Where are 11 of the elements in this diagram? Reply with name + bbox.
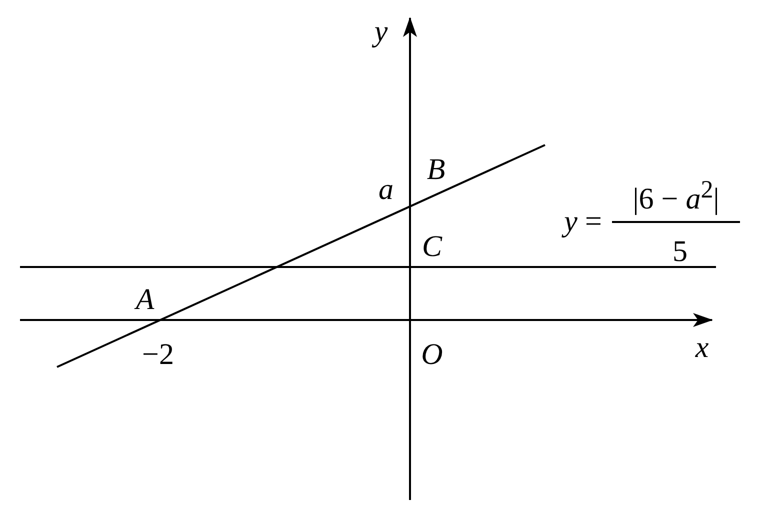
origin-label: O	[421, 340, 443, 370]
fraction-numerator: |6 − a$^{2}$|	[632, 178, 720, 214]
point-label: C	[422, 232, 442, 262]
intercept-label: a	[378, 175, 394, 205]
fraction-denominator: 5	[672, 237, 688, 267]
axis-label: y	[374, 17, 388, 47]
tick-label: −2	[142, 340, 174, 370]
point-label: B	[426, 155, 446, 185]
equation-text: y =	[564, 207, 602, 237]
axis-label: x	[695, 333, 709, 363]
point-label: A	[136, 285, 154, 315]
